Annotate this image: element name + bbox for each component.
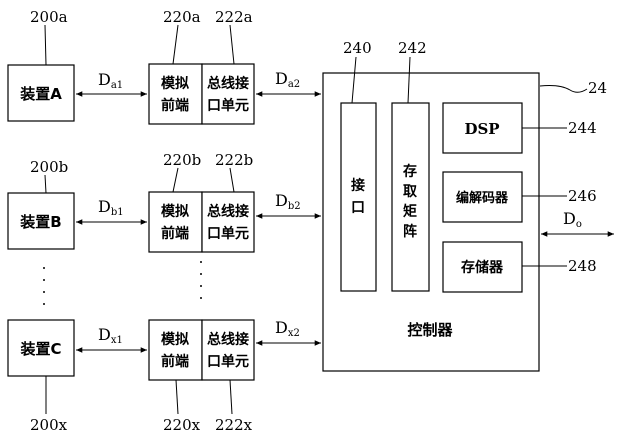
- bus-a-line2: 口单元: [207, 97, 249, 114]
- ref-220b: 220b: [163, 151, 201, 169]
- afe-b-line2: 前端: [161, 225, 189, 242]
- ref-222b: 222b: [215, 151, 253, 169]
- ref-246: 246: [568, 187, 597, 205]
- device-b-box: [7, 192, 75, 250]
- dsp-box: [442, 102, 523, 154]
- leader-220x: [175, 379, 179, 415]
- memory-label: 存储器: [461, 259, 504, 276]
- bus-b-line2: 口单元: [207, 225, 249, 242]
- ref-240: 240: [343, 39, 372, 57]
- afe-a-box: [148, 63, 203, 125]
- bus-c-line1: 总线接: [207, 331, 249, 348]
- leader-220a: [172, 24, 179, 65]
- interface-char1: 接: [351, 177, 365, 194]
- leader-222x: [229, 379, 233, 415]
- access-matrix-char2: 取: [403, 184, 418, 200]
- afe-c-line2: 前端: [161, 353, 189, 370]
- afe-a-line2: 前端: [161, 97, 189, 114]
- signal-db2: Db2: [275, 191, 301, 212]
- afe-b-box: [148, 191, 203, 253]
- interface-char2: 口: [351, 200, 365, 216]
- afe-c-line1: 模拟: [161, 331, 189, 348]
- leader-240: [351, 56, 357, 104]
- leader-242: [407, 56, 411, 104]
- ellipsis-dots: [43, 261, 202, 305]
- device-a-label: 装置A: [19, 85, 62, 103]
- signal-dx1: Dx1: [98, 325, 123, 346]
- bus-a-line1: 总线接: [207, 75, 249, 92]
- leader-24: [539, 85, 588, 93]
- memory-box: [442, 241, 523, 293]
- access-matrix-char4: 阵: [403, 223, 417, 240]
- device-b-label: 装置B: [19, 213, 61, 231]
- afe-c-box: [148, 319, 203, 381]
- leader-200a: [44, 24, 47, 66]
- signal-dx2: Dx2: [275, 318, 300, 339]
- ref-242: 242: [398, 39, 427, 57]
- access-matrix-box: [391, 102, 430, 292]
- device-c-label: 装置C: [19, 340, 61, 358]
- afe-a-line1: 模拟: [161, 75, 189, 92]
- bus-a-box: [201, 63, 255, 125]
- signal-da1: Da1: [98, 70, 123, 91]
- codec-label: 编解码器: [456, 190, 509, 206]
- ref-220a: 220a: [163, 8, 201, 26]
- device-c-box: [7, 319, 75, 377]
- interface-box: [340, 102, 377, 292]
- leader-220b: [172, 167, 179, 193]
- ref-220x: 220x: [163, 416, 201, 434]
- bus-b-line1: 总线接: [207, 203, 249, 220]
- signal-da2: Da2: [275, 69, 300, 90]
- codec-box: [442, 171, 523, 223]
- ref-222x: 222x: [215, 416, 253, 434]
- ref-200x: 200x: [30, 416, 68, 434]
- ref-222a: 222a: [215, 8, 253, 26]
- bus-c-box: [201, 319, 255, 381]
- access-matrix-char3: 矩: [403, 203, 417, 220]
- afe-b-line1: 模拟: [161, 203, 189, 220]
- bus-c-line2: 口单元: [207, 353, 249, 370]
- signal-db1: Db1: [98, 197, 124, 218]
- leader-200b: [44, 174, 47, 194]
- controller-label: 控制器: [407, 321, 453, 339]
- bus-b-box: [201, 191, 255, 253]
- ref-200a: 200a: [30, 8, 68, 26]
- access-matrix-char1: 存: [403, 163, 417, 180]
- leader-222b: [229, 167, 235, 193]
- leader-222a: [229, 24, 235, 65]
- ref-244: 244: [568, 119, 597, 137]
- dsp-label: DSP: [464, 120, 499, 138]
- device-a-box: [7, 64, 75, 122]
- ref-200b: 200b: [30, 158, 68, 176]
- ref-24: 24: [588, 79, 607, 97]
- ref-248: 248: [568, 257, 597, 275]
- signal-do: Do: [563, 209, 582, 230]
